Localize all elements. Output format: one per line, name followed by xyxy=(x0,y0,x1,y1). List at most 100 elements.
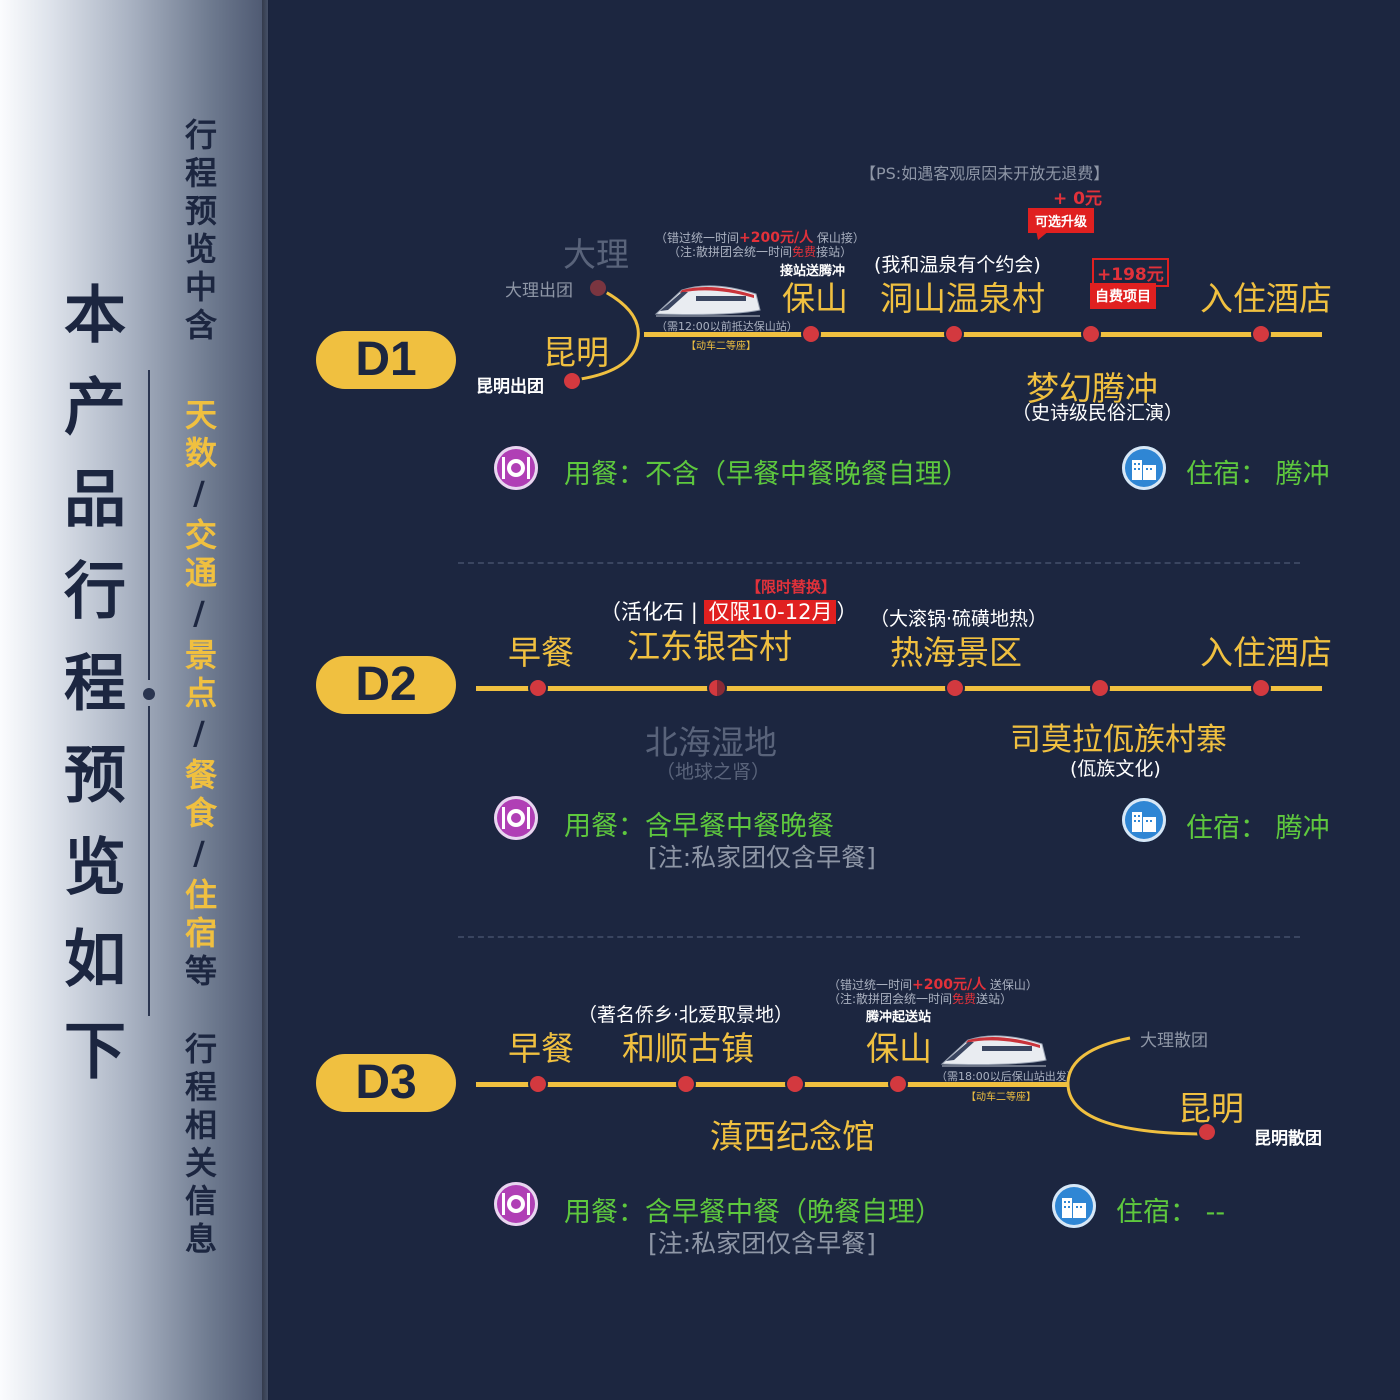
item-sights: 景点 xyxy=(180,638,218,714)
sidebar-subtitle-middle: 天数/交通/景点/餐食/住宿等 xyxy=(176,398,222,992)
d3-stop-baoshan xyxy=(888,1074,908,1094)
separator: / xyxy=(180,474,218,518)
day-divider xyxy=(458,562,1300,564)
d3-drop-label: 腾冲起送站 xyxy=(866,1010,932,1025)
hotel-building-icon xyxy=(1122,446,1166,490)
d3-meal-info: 用餐：含早餐中餐（晚餐自理） xyxy=(564,1197,942,1228)
item-lodging: 住宿 xyxy=(180,878,218,954)
d1-stop-baoshan xyxy=(801,324,821,344)
d2-stay-info: 住宿： 腾冲 xyxy=(1186,813,1330,844)
d2-stop-rehai xyxy=(945,678,965,698)
d1-route-curve xyxy=(573,286,640,382)
sidebar-panel xyxy=(0,0,268,1400)
d2-stop-ginkgo xyxy=(707,678,727,698)
d2-wetland-sub: （地球之肾） xyxy=(656,761,771,783)
d1-stay-info: 住宿： 腾冲 xyxy=(1186,459,1330,490)
d3-stop-breakfast xyxy=(528,1074,548,1094)
day-badge-d1: D1 xyxy=(316,331,456,389)
sidebar-subtitle-bottom: 行程相关信息 xyxy=(180,1032,218,1260)
d3-stop-memorial xyxy=(785,1074,805,1094)
meal-plate-icon xyxy=(494,796,538,840)
d3-timeline xyxy=(476,1082,1068,1087)
d1-kunming: 昆明 xyxy=(543,333,609,372)
d1-pickup-note-1: （错过统一时间+200元/人 保山接） xyxy=(655,230,865,246)
d2-breakfast: 早餐 xyxy=(508,633,574,672)
d1-train-note: （需12:00以前抵达保山站） xyxy=(656,320,798,333)
d1-pickup-label: 接站送腾冲 xyxy=(780,264,846,279)
d1-dali-depart: 大理出团 xyxy=(505,281,573,301)
d1-meal-info: 用餐：不含（早餐中餐晚餐自理） xyxy=(564,459,969,490)
d1-hotel: 入住酒店 xyxy=(1200,279,1332,318)
d3-train-class: 【动车二等座】 xyxy=(966,1092,1036,1103)
d2-fossil-line: （活化石 | 仅限10-12月） xyxy=(600,600,858,624)
sidebar-shadow xyxy=(262,0,270,1400)
d1-show: 梦幻腾冲 xyxy=(1026,369,1158,408)
bullet-train-icon xyxy=(654,285,761,317)
d3-kunming: 昆明 xyxy=(1178,1089,1244,1128)
d2-wetland: 北海湿地 xyxy=(645,723,777,762)
d3-dali-end: 大理散团 xyxy=(1140,1031,1208,1051)
sidebar-divider-top xyxy=(148,370,150,680)
d3-drop-note-1: （错过统一时间+200元/人 送保山） xyxy=(828,977,1038,993)
d3-baoshan: 保山 xyxy=(866,1029,932,1068)
d1-stop-hotspring xyxy=(944,324,964,344)
d2-meal-info: 用餐：含早餐中餐晚餐 xyxy=(564,811,834,842)
day-badge-d2: D2 xyxy=(316,656,456,714)
d1-pickup-note-2: （注:散拼团会统一时间免费接站） xyxy=(668,245,853,259)
d2-stop-wa-village xyxy=(1090,678,1110,698)
suffix: 等 xyxy=(180,954,218,992)
d2-wa-village: 司莫拉佤族村寨 xyxy=(1010,722,1227,758)
hotel-building-icon xyxy=(1052,1184,1096,1228)
d3-train-note: （需18:00以后保山站出发） xyxy=(936,1070,1078,1083)
sidebar-subtitle-top: 行程预览中含 xyxy=(180,118,218,346)
d3-meal-note: [注:私家团仅含早餐] xyxy=(648,1229,876,1258)
d3-kunming-end: 昆明散团 xyxy=(1254,1129,1322,1149)
d1-ps-note: 【PS:如遇客观原因未开放无退费】 xyxy=(860,164,1110,183)
item-meals: 餐食 xyxy=(180,758,218,834)
d1-hotspring-sub: (我和温泉有个约会) xyxy=(874,254,1041,276)
d1-kunming-depart: 昆明出团 xyxy=(476,377,544,397)
separator: / xyxy=(180,834,218,878)
sidebar-divider-dot xyxy=(143,688,155,700)
item-transport: 交通 xyxy=(180,518,218,594)
d3-stop-heshun xyxy=(676,1074,696,1094)
d1-timeline xyxy=(644,332,1322,337)
day-badge-d3: D3 xyxy=(316,1054,456,1112)
d1-stop-show xyxy=(1081,324,1101,344)
d3-heshun: 和顺古镇 xyxy=(622,1029,754,1068)
d2-hotel: 入住酒店 xyxy=(1200,633,1332,672)
separator: / xyxy=(180,594,218,638)
d2-rehai: 热海景区 xyxy=(890,633,1022,672)
d1-train-class: 【动车二等座】 xyxy=(686,341,756,352)
d1-stop-kunming xyxy=(562,371,582,391)
meal-plate-icon xyxy=(494,1182,538,1226)
d1-baoshan: 保山 xyxy=(782,279,848,318)
hotel-building-icon xyxy=(1122,798,1166,842)
d1-stop-hotel xyxy=(1251,324,1271,344)
d1-hotspring: 洞山温泉村 xyxy=(880,279,1045,318)
bullet-train-icon xyxy=(940,1035,1047,1067)
d2-stop-hotel xyxy=(1251,678,1271,698)
item-days: 天数 xyxy=(180,398,218,474)
d3-breakfast: 早餐 xyxy=(508,1029,574,1068)
d3-route-curve xyxy=(1066,1036,1209,1136)
d2-ginkgo: 江东银杏村 xyxy=(627,627,792,666)
d1-plus-zero: + 0元 xyxy=(1053,189,1102,209)
separator: / xyxy=(180,714,218,758)
d2-wa-sub: (佤族文化) xyxy=(1070,758,1161,780)
d1-show-sub: （史诗级民俗汇演） xyxy=(1012,402,1184,424)
d1-self-pay-tag: 自费项目 xyxy=(1090,283,1156,309)
d2-timeline xyxy=(476,686,1322,691)
d1-stop-dali xyxy=(588,278,608,298)
d3-heshun-sub: （著名侨乡·北爱取景地） xyxy=(578,1004,794,1026)
d3-memorial: 滇西纪念馆 xyxy=(710,1117,875,1156)
d2-rehai-sub: （大滚锅·硫磺地热） xyxy=(870,608,1048,630)
d2-limited-swap: 【限时替换】 xyxy=(746,578,837,596)
meal-plate-icon xyxy=(494,446,538,490)
d3-stay-info: 住宿： -- xyxy=(1116,1197,1226,1228)
sidebar-title: 本产品行程预览如下 xyxy=(53,282,126,1110)
d3-drop-note-2: （注:散拼团会统一时间免费送站） xyxy=(828,992,1013,1006)
d2-meal-note: [注:私家团仅含早餐] xyxy=(648,843,876,872)
d1-dali: 大理 xyxy=(563,235,629,274)
day-divider xyxy=(458,936,1300,938)
